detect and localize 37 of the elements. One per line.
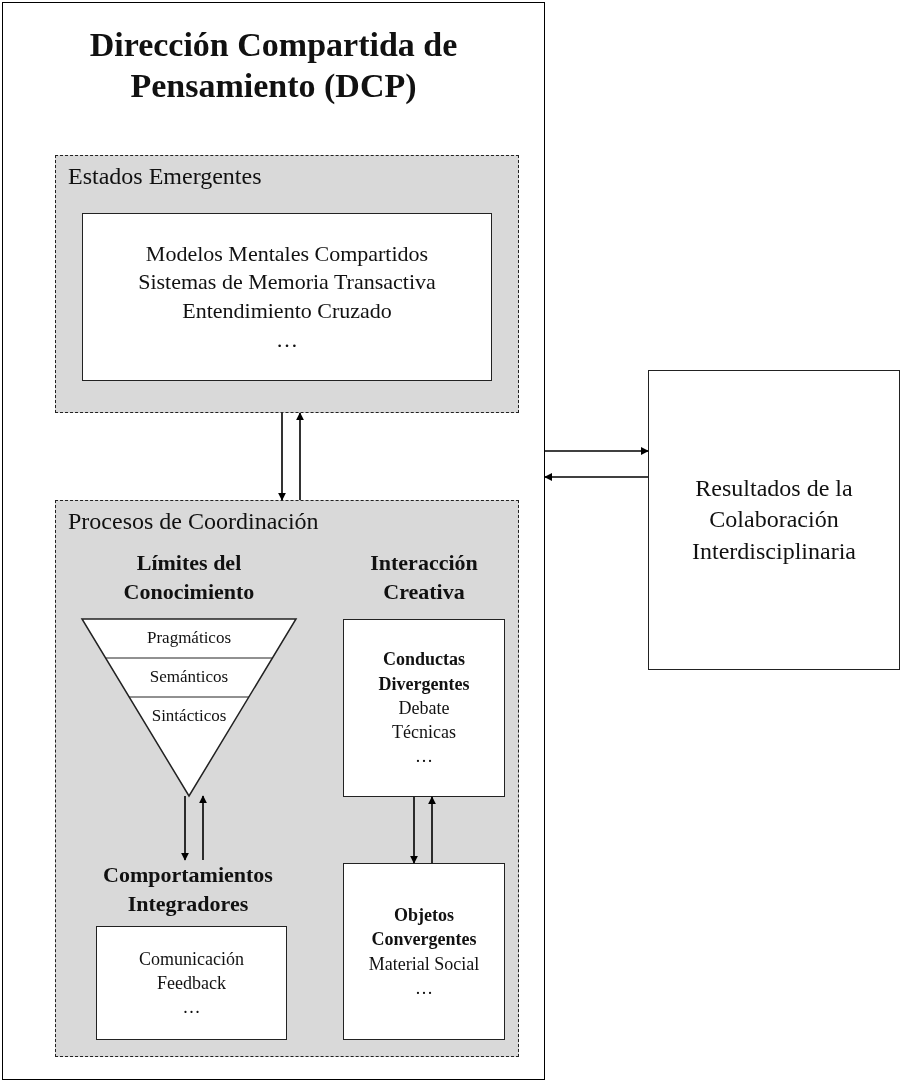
text-line: Técnicas	[391, 721, 457, 745]
text-line: Sistemas de Memoria Transactiva	[138, 268, 436, 297]
arrow	[428, 796, 436, 864]
text-line: Entendimiento Cruzado	[182, 297, 392, 325]
arrow	[199, 795, 207, 861]
outer-frame	[2, 2, 545, 1080]
content-box	[82, 213, 492, 381]
group-title: Estados Emergentes	[68, 162, 262, 191]
level-label: Sintácticos	[151, 705, 227, 727]
text-line: Material Social	[367, 952, 481, 976]
frame-heading: Dirección Compartida de Pensamiento (DCP)	[88, 25, 459, 106]
group-panel	[55, 155, 519, 413]
text-line: …	[181, 996, 202, 1020]
text-line: Debate	[397, 696, 451, 720]
text-line: Modelos Mentales Compartidos	[145, 239, 429, 268]
text-line: …	[414, 976, 434, 1000]
group-title: Procesos de Coordinación	[68, 507, 319, 536]
text-line: Feedback	[156, 971, 227, 995]
text-line: Resultados de la Colaboración Interdisciplinaria	[691, 474, 857, 566]
arrow	[181, 795, 189, 861]
section-heading: Límites del Conocimiento	[122, 549, 256, 606]
arrow	[278, 412, 286, 501]
level-label: Pragmáticos	[147, 627, 231, 649]
arrow	[296, 412, 304, 501]
text-line: Comunicación	[138, 947, 245, 971]
item-heading: Objetos Convergentes	[370, 903, 478, 952]
result-box	[648, 370, 900, 670]
item-heading: Conductas Divergentes	[377, 648, 471, 696]
text-line: …	[276, 325, 298, 354]
arrow	[544, 473, 649, 481]
section-heading: Interacción Creativa	[369, 549, 479, 606]
section-heading: Comportamientos Integradores	[102, 861, 274, 918]
arrow	[544, 447, 649, 455]
level-label: Semánticos	[149, 666, 229, 688]
arrow	[410, 796, 418, 864]
text-line: …	[414, 745, 434, 769]
group-panel	[55, 500, 519, 1057]
